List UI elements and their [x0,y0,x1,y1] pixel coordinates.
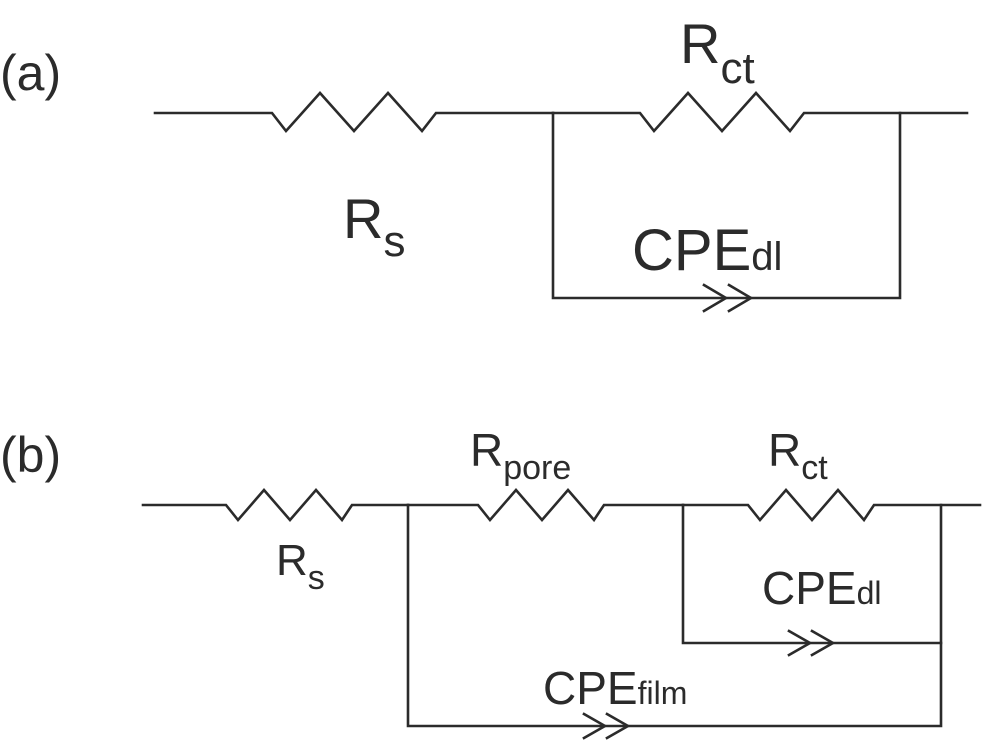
panel-b: (b) Rs Rpore Rct CPEdl CPEfilm [0,424,982,740]
panel-a-rct-label: Rct [680,12,755,93]
panel-a-rs-resistor [153,91,555,134]
panel-b-cpe-dl-element-2 [810,629,836,657]
panel-a-cpe-dl-element [702,283,729,313]
panel-b-cpe-film-element-2 [605,712,631,740]
panel-a-rct-resistor [551,91,969,134]
panel-a-tag: (a) [0,45,61,101]
panel-b-rs-label: Rs [276,536,325,597]
panel-a: (a) Rs Rct CPEdl [0,12,969,313]
panel-b-cpe-dl-element [787,629,813,657]
panel-b-rs-resistor [141,488,410,523]
panel-b-rct-resistor [681,488,982,523]
panel-b-cpe-film-label: CPEfilm [543,662,687,714]
panel-b-cpe-dl-label: CPEdl [762,562,882,614]
panel-a-cpe-dl-element-2 [727,283,754,313]
panel-a-rs-label: Rs [343,187,405,266]
panel-b-rpore-label: Rpore [470,424,571,487]
panel-b-rpore-resistor [406,488,685,523]
panel-b-cpe-film-element [582,712,608,740]
panel-b-tag: (b) [0,427,61,483]
panel-b-outer-branch [406,503,943,728]
panel-b-rct-label: Rct [768,424,828,487]
panel-a-cpe-dl-label: CPEdl [632,218,782,283]
